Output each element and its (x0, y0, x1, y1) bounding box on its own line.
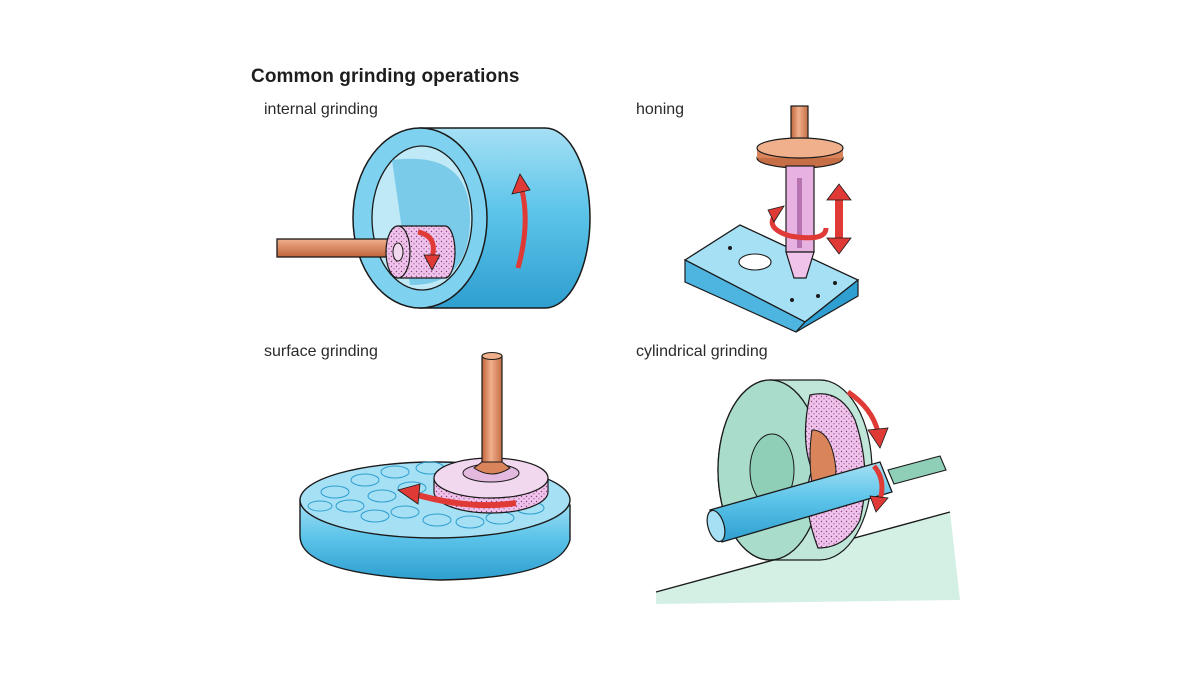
surface-spindle (481, 355, 503, 469)
honing-diagram (683, 105, 860, 333)
panel-label-cylindrical-grinding: cylindrical grinding (636, 343, 768, 360)
cylindrical-wheel-rotation-arrow (846, 389, 881, 433)
internal-workpiece-rotation-arrow (515, 189, 528, 269)
internal-wheel-rotation-arrow (417, 229, 436, 259)
cylindrical-workpiece-rotation-arrow (872, 464, 885, 501)
surface-wheel-rotation-arrow (413, 491, 517, 509)
panel-label-surface-grinding: surface grinding (264, 343, 378, 360)
panel-label-internal-grinding: internal grinding (264, 101, 378, 118)
internal-grinding-diagram (276, 127, 591, 309)
panel-label-honing: honing (636, 101, 685, 118)
internal-grinding-wheel (397, 225, 456, 279)
internal-spindle-shaft (276, 238, 390, 258)
honing-reciprocation-arrow (826, 183, 852, 255)
figure-title: Common grinding operations (251, 66, 520, 87)
cylindrical-grinding-diagram (655, 379, 960, 604)
honing-rotation-arrow (769, 212, 829, 241)
surface-grinding-diagram (299, 352, 571, 581)
